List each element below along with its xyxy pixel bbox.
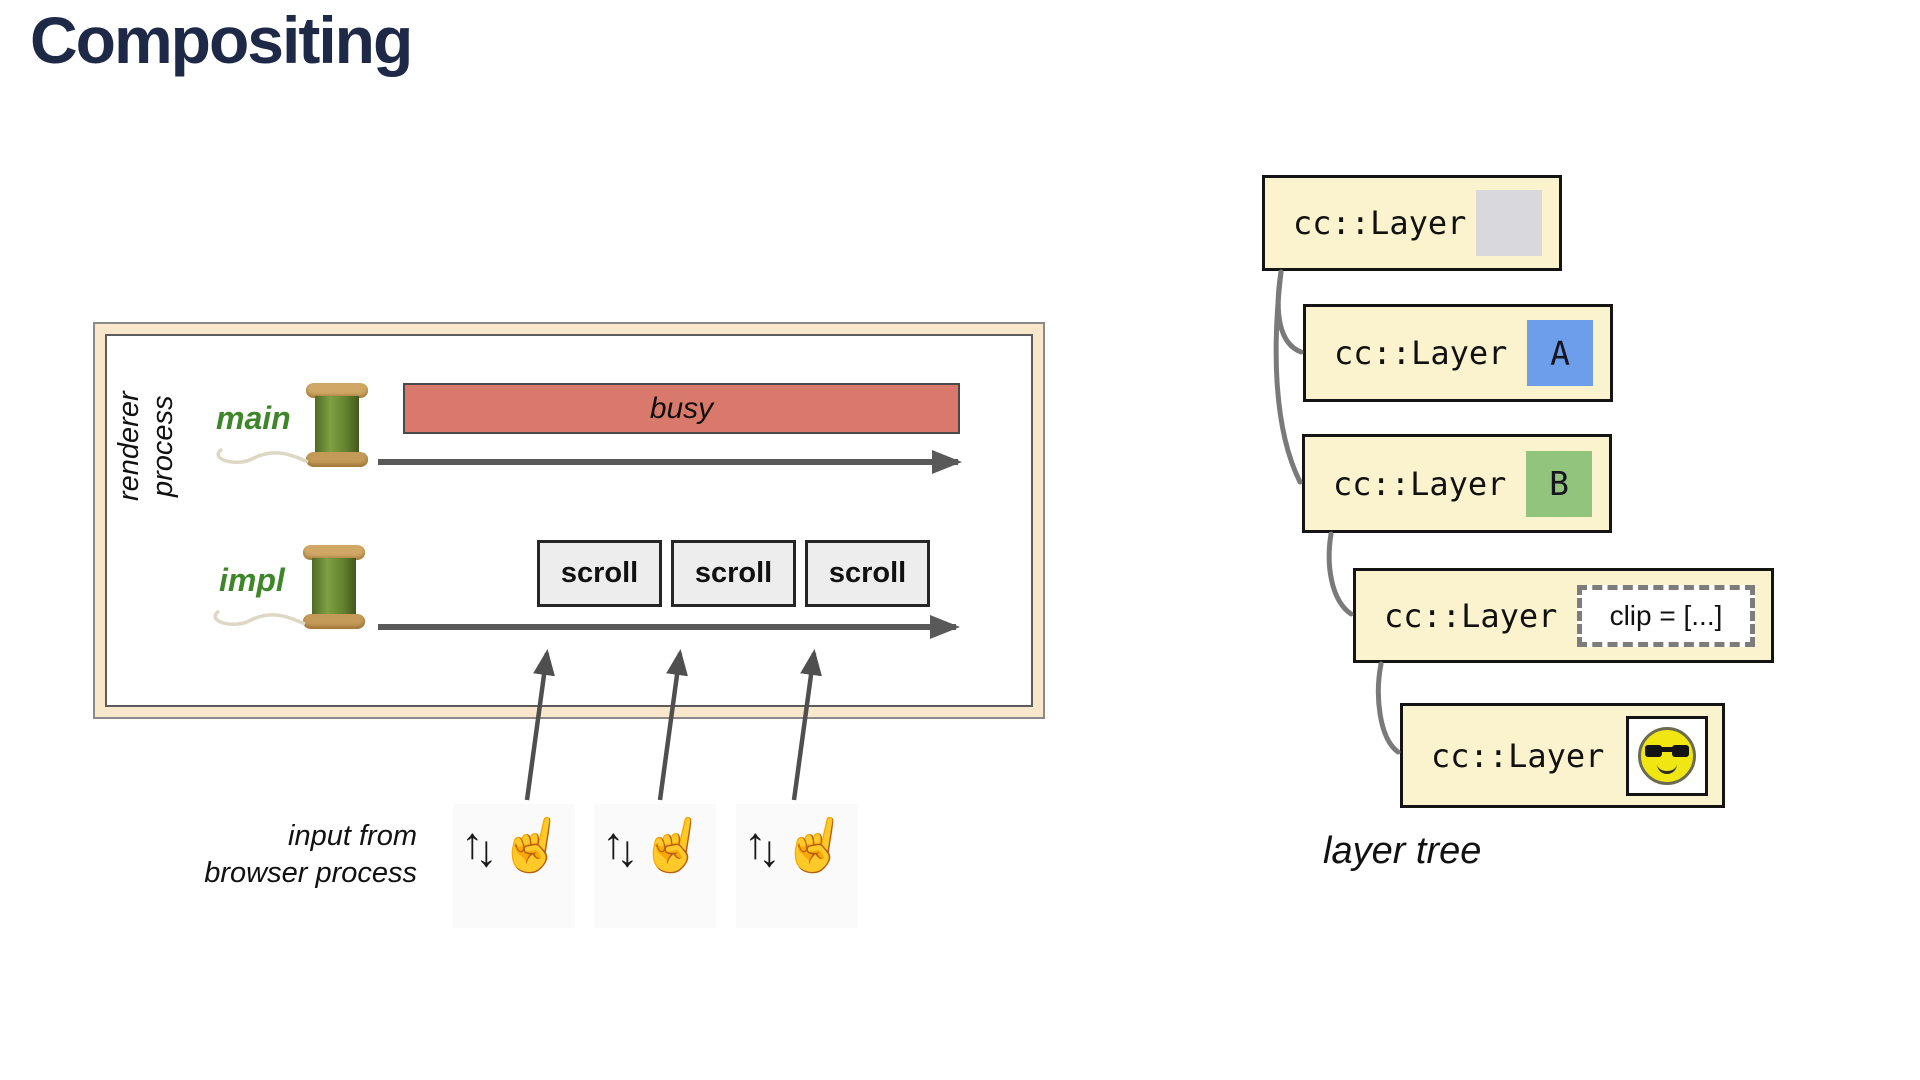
scroll-task-box: scroll bbox=[671, 540, 796, 607]
spool-cap bbox=[306, 452, 368, 467]
scroll-gesture-icon: ↑↓☝ bbox=[736, 804, 858, 928]
smiley-frame bbox=[1626, 715, 1708, 796]
scroll-gesture-icon: ↑↓☝ bbox=[594, 804, 716, 928]
spool-body bbox=[312, 558, 356, 616]
impl-thread-label: impl bbox=[219, 562, 285, 598]
sunglasses-bridge bbox=[1659, 746, 1675, 752]
scroll-gesture-icon: ↑↓☝ bbox=[453, 804, 575, 928]
layer-node-smiley: cc::Layer bbox=[1400, 703, 1725, 808]
up-arrow-icon: ↑ bbox=[461, 819, 484, 868]
pointing-hand-icon: ☝ bbox=[777, 809, 855, 881]
layer-tree-caption: layer tree bbox=[1323, 830, 1482, 872]
main-thread-label: main bbox=[216, 400, 291, 436]
sunglasses-lens bbox=[1645, 744, 1662, 757]
layer-content-swatch-a: A bbox=[1527, 320, 1593, 386]
spool-cap bbox=[303, 545, 365, 560]
input-caption: input from browser process bbox=[175, 818, 417, 892]
spool-cap bbox=[306, 383, 368, 398]
busy-bar: busy bbox=[403, 383, 960, 434]
layer-node-label: cc::Layer bbox=[1293, 204, 1467, 242]
clip-property-box: clip = [...] bbox=[1577, 584, 1755, 647]
layer-node-a: cc::Layer A bbox=[1303, 304, 1613, 402]
down-arrow-icon: ↓ bbox=[616, 827, 639, 876]
input-caption-line1: input from bbox=[288, 820, 417, 852]
scroll-task-box: scroll bbox=[537, 540, 662, 607]
input-caption-line2: browser process bbox=[204, 857, 417, 889]
page-title: Compositing bbox=[30, 3, 413, 77]
pointing-hand-icon: ☝ bbox=[635, 809, 713, 881]
layer-node-b: cc::Layer B bbox=[1302, 434, 1612, 533]
down-arrow-icon: ↓ bbox=[475, 827, 498, 876]
layer-node-label: cc::Layer bbox=[1384, 596, 1558, 635]
spool-body bbox=[315, 396, 359, 454]
up-arrow-icon: ↑ bbox=[602, 819, 625, 868]
layer-node-label: cc::Layer bbox=[1334, 334, 1508, 372]
layer-node-label: cc::Layer bbox=[1431, 736, 1605, 775]
spool-cap bbox=[303, 614, 365, 629]
pointing-hand-icon: ☝ bbox=[494, 809, 572, 881]
sunglasses-lens bbox=[1672, 744, 1689, 757]
thread-spool-icon bbox=[306, 383, 368, 467]
layer-content-swatch-gray bbox=[1476, 190, 1542, 256]
sunglasses-smiley-icon bbox=[1638, 726, 1696, 785]
scroll-task-box: scroll bbox=[805, 540, 930, 607]
up-arrow-icon: ↑ bbox=[744, 819, 767, 868]
renderer-process-box bbox=[93, 322, 1045, 719]
layer-node-root: cc::Layer bbox=[1262, 175, 1562, 271]
thread-spool-icon bbox=[303, 545, 365, 629]
layer-node-label: cc::Layer bbox=[1333, 464, 1507, 503]
renderer-process-label: renderer process bbox=[113, 391, 179, 501]
down-arrow-icon: ↓ bbox=[758, 827, 781, 876]
layer-node-clip: cc::Layer clip = [...] bbox=[1353, 568, 1774, 663]
smiley-mouth bbox=[1657, 763, 1677, 774]
layer-content-swatch-b: B bbox=[1526, 450, 1592, 517]
